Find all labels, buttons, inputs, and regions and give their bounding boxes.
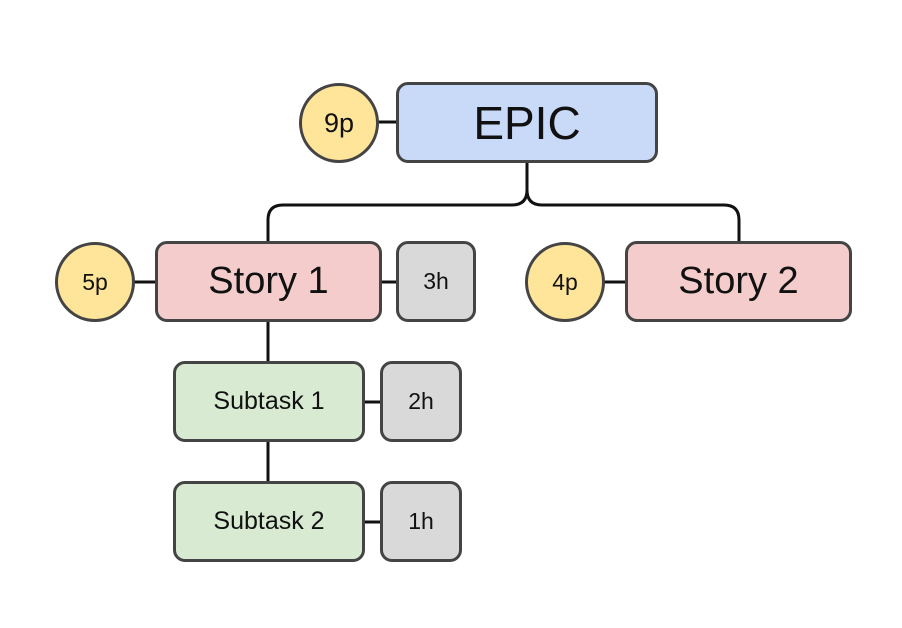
story2-box: Story 2 [625, 241, 852, 322]
epic-points-badge: 9p [299, 83, 379, 163]
story1-points-badge: 5p [55, 242, 135, 322]
story1-estimate-box: 3h [396, 241, 476, 322]
subtask1-box: Subtask 1 [173, 361, 365, 442]
subtask2-estimate-box: 1h [380, 481, 462, 562]
story1-box: Story 1 [155, 241, 382, 322]
epic-box: EPIC [396, 82, 658, 163]
epic-points-label: 9p [323, 107, 355, 138]
subtask2-box: Subtask 2 [173, 481, 365, 562]
epic-label: EPIC [473, 96, 581, 149]
subtask2-estimate-label: 1h [408, 508, 434, 534]
story1-points-label: 5p [82, 268, 108, 295]
story1-label: Story 1 [208, 260, 329, 302]
story2-points-label: 4p [552, 268, 578, 295]
story2-label: Story 2 [678, 260, 799, 302]
story1-estimate-label: 3h [423, 268, 449, 294]
story2-points-badge: 4p [525, 242, 605, 322]
subtask2-label: Subtask 2 [213, 507, 325, 535]
epic-to-stories-connector [266, 162, 741, 242]
subtask1-estimate-box: 2h [380, 361, 462, 442]
subtask1-label: Subtask 1 [213, 387, 325, 415]
subtask1-estimate-label: 2h [408, 388, 434, 414]
